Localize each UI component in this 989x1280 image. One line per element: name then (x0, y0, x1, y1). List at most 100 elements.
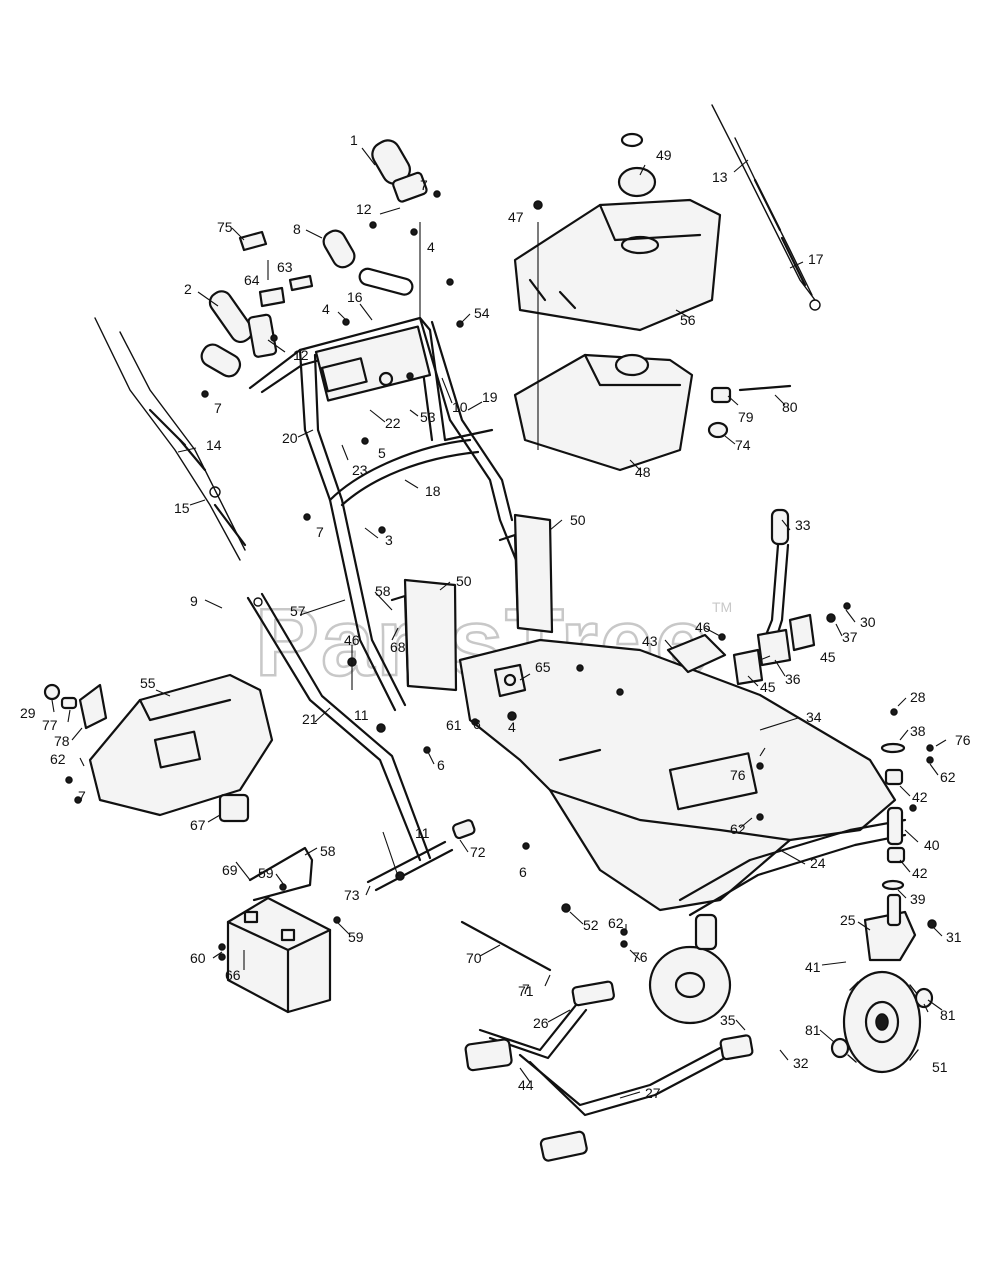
callout-64: 64 (244, 272, 260, 288)
callout-18: 18 (425, 483, 441, 499)
callout-80: 80 (782, 399, 798, 415)
callout-62: 62 (50, 751, 66, 767)
callout-79: 79 (738, 409, 754, 425)
callout-50: 50 (570, 512, 586, 528)
fuel-fittings[interactable] (707, 384, 792, 439)
callout-31: 31 (946, 929, 962, 945)
shift-lever[interactable] (756, 508, 792, 667)
small-clips[interactable] (238, 230, 314, 308)
callout-33: 33 (795, 517, 811, 533)
watermark-trademark: TM (712, 599, 732, 615)
mounting-brackets[interactable] (390, 513, 554, 692)
callout-77: 77 (42, 717, 58, 733)
callout-72: 72 (470, 844, 486, 860)
callout-11: 11 (415, 825, 430, 841)
leader-lines (51, 147, 947, 1099)
callout-14: 14 (206, 437, 222, 453)
relay-part[interactable] (218, 793, 250, 823)
callout-66: 66 (225, 967, 241, 983)
callout-76: 76 (955, 732, 971, 748)
callout-7: 7 (522, 981, 530, 997)
handle-assembly[interactable] (248, 316, 542, 712)
callout-39: 39 (910, 891, 926, 907)
callout-6: 6 (519, 864, 527, 880)
callout-2: 2 (184, 281, 192, 297)
callout-59: 59 (348, 929, 364, 945)
callout-62: 62 (730, 821, 746, 837)
fasteners (65, 190, 937, 961)
handle-grips[interactable] (198, 136, 428, 380)
deck-wheel[interactable] (648, 913, 732, 1025)
battery-strap[interactable] (248, 846, 314, 902)
callout-61: 61 (446, 717, 462, 733)
callout-57: 57 (290, 603, 306, 619)
mounting-plates[interactable] (732, 613, 816, 686)
callout-62: 62 (608, 915, 624, 931)
callout-74: 74 (735, 437, 751, 453)
callout-7: 7 (78, 788, 86, 804)
callout-24: 24 (810, 855, 826, 871)
callout-46: 46 (344, 632, 360, 648)
callout-65: 65 (535, 659, 551, 675)
callout-63: 63 (277, 259, 293, 275)
callout-55: 55 (140, 675, 156, 691)
mower-deck[interactable] (458, 638, 897, 912)
callout-73: 73 (344, 887, 360, 903)
front-axle-rail[interactable] (678, 818, 907, 917)
callout-42: 42 (912, 789, 928, 805)
callout-70: 70 (466, 950, 482, 966)
callout-76: 76 (632, 949, 648, 965)
callout-67: 67 (190, 817, 206, 833)
callout-8: 8 (293, 221, 301, 237)
callout-56: 56 (680, 312, 696, 328)
callout-20: 20 (282, 430, 298, 446)
callout-4: 4 (508, 719, 516, 735)
callout-12: 12 (356, 201, 372, 217)
fuel-tank[interactable] (513, 353, 694, 472)
callout-54: 54 (474, 305, 490, 321)
knob[interactable] (43, 683, 78, 710)
callout-41: 41 (805, 959, 821, 975)
left-control-cables[interactable] (94, 317, 247, 561)
pivot-hardware[interactable] (880, 742, 906, 891)
callout-46: 46 (695, 619, 711, 635)
callout-23: 23 (352, 462, 368, 478)
dash-console[interactable] (78, 673, 274, 817)
fuel-tank-shroud[interactable] (513, 198, 722, 332)
callout-81: 81 (805, 1022, 821, 1038)
cover-plate[interactable] (666, 633, 727, 674)
caster-wheel[interactable] (842, 970, 922, 1074)
caster-yoke[interactable] (863, 893, 917, 962)
callout-69: 69 (222, 862, 238, 878)
callout-25: 25 (840, 912, 856, 928)
battery[interactable] (226, 896, 332, 1014)
height-adjust-linkage[interactable] (464, 980, 754, 1162)
rods[interactable] (366, 819, 552, 972)
callout-42: 42 (912, 865, 928, 881)
callout-51: 51 (932, 1059, 948, 1075)
callout-4: 4 (322, 301, 330, 317)
callout-71: 71 (518, 983, 534, 999)
support-arm[interactable] (246, 592, 432, 862)
callout-68: 68 (390, 639, 406, 655)
pivot-block[interactable] (493, 663, 527, 698)
callout-1: 1 (350, 132, 358, 148)
callout-50: 50 (456, 573, 472, 589)
callout-4: 4 (427, 239, 435, 255)
callout-21: 21 (302, 711, 318, 727)
callout-27: 27 (645, 1085, 661, 1101)
right-control-cables[interactable] (711, 104, 821, 311)
callout-52: 52 (583, 917, 599, 933)
callout-62: 62 (940, 769, 956, 785)
callout-58: 58 (320, 843, 336, 859)
callout-16: 16 (347, 289, 363, 305)
callout-53: 53 (420, 409, 436, 425)
callout-45: 45 (820, 649, 836, 665)
callout-47: 47 (508, 209, 524, 225)
callout-15: 15 (174, 500, 190, 516)
fuel-cap[interactable] (617, 132, 657, 198)
wheel-bushings[interactable] (830, 987, 934, 1059)
callout-30: 30 (860, 614, 876, 630)
callout-37: 37 (842, 629, 858, 645)
